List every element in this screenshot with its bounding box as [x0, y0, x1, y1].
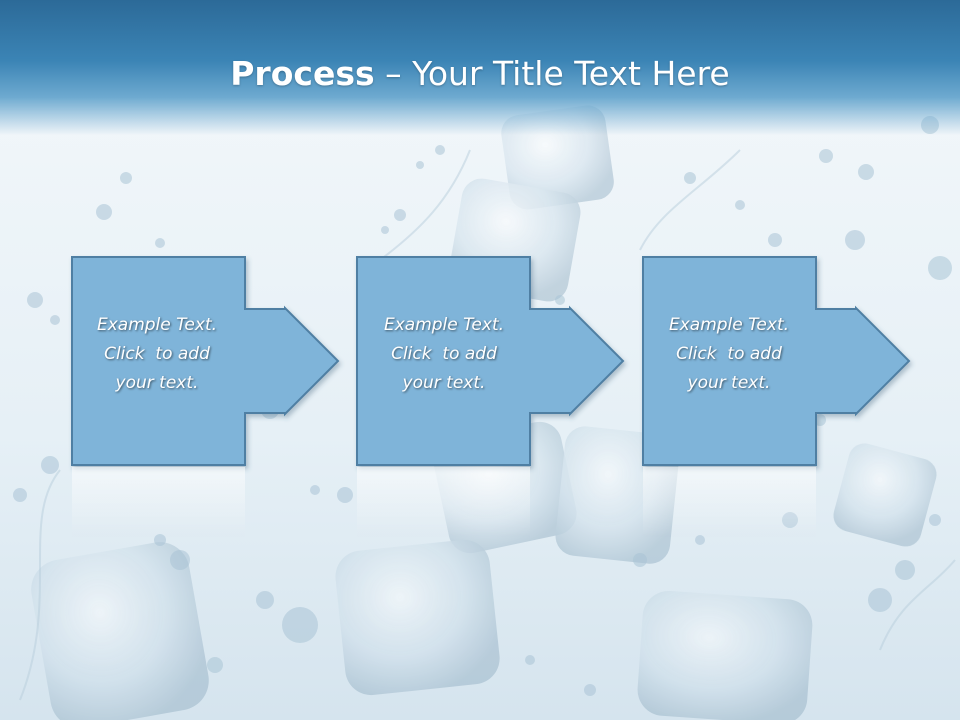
title-bar [0, 0, 960, 135]
process-step-1[interactable] [71, 256, 340, 537]
step-2-arrow-shape [356, 256, 625, 466]
step-2-line-2: Click to add [391, 344, 497, 364]
step-1-text[interactable]: Example Text. Click to add your text. [72, 311, 242, 398]
process-step-2[interactable] [356, 256, 625, 537]
step-3-line-2: Click to add [676, 344, 782, 364]
step-3-line-3: your text. [687, 373, 771, 393]
step-1-line-1: Example Text. [96, 315, 218, 335]
step-2-line-1: Example Text. [383, 315, 505, 335]
step-2-reflection [357, 467, 530, 537]
page-title[interactable]: Process – Your Title Text Here [0, 52, 960, 96]
step-1-arrow-shape [71, 256, 340, 466]
step-1-line-3: your text. [115, 373, 199, 393]
step-1-line-2: Click to add [104, 344, 210, 364]
step-3-line-1: Example Text. [668, 315, 790, 335]
step-3-text[interactable]: Example Text. Click to add your text. [644, 311, 814, 398]
process-step-3[interactable] [642, 256, 911, 537]
title-dash: – [374, 54, 413, 93]
step-2-line-3: your text. [402, 373, 486, 393]
step-1-reflection [72, 467, 245, 537]
step-3-arrow-shape [642, 256, 911, 466]
title-rest: Your Title Text Here [412, 54, 730, 93]
step-3-reflection [643, 467, 816, 537]
step-2-text[interactable]: Example Text. Click to add your text. [359, 311, 529, 398]
title-bold: Process [230, 54, 375, 93]
